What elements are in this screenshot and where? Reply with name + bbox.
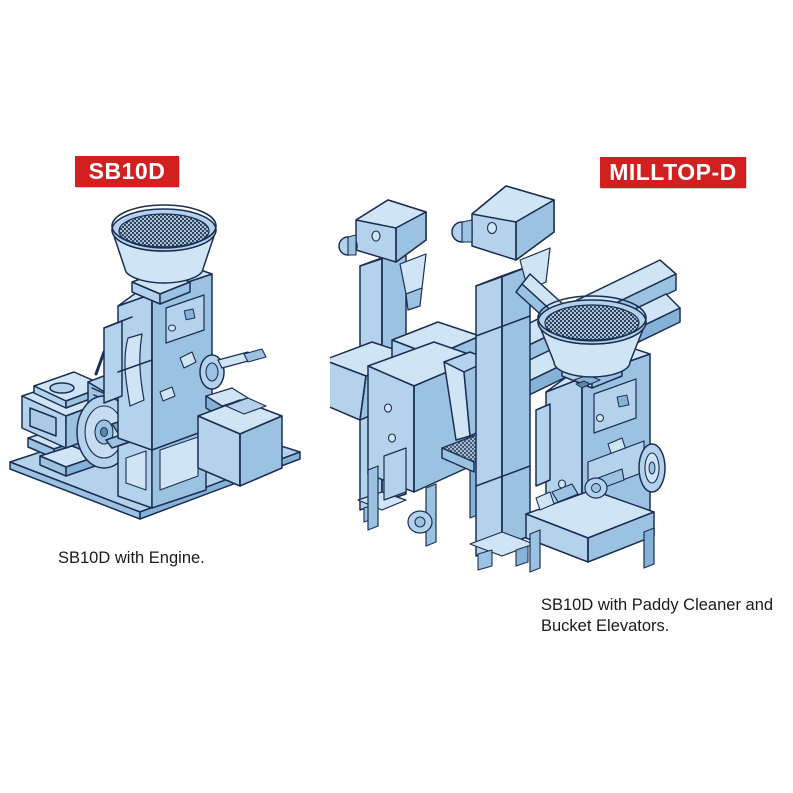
milltop-d-system-illustration bbox=[330, 170, 700, 590]
discharge-conveyor-base bbox=[525, 477, 655, 573]
caption-sb10d-with-engine: SB10D with Engine. bbox=[58, 549, 205, 567]
collection-bin bbox=[197, 397, 283, 487]
model-badge-milltop-d: MILLTOP-D bbox=[600, 157, 746, 188]
bucket-elevator-right bbox=[469, 265, 535, 571]
discharge-spout bbox=[199, 348, 267, 419]
mill-drive-pulley bbox=[638, 443, 666, 493]
caption-sb10d-with-paddy-cleaner: SB10D with Paddy Cleaner and Bucket Elev… bbox=[541, 596, 774, 635]
feed-hopper-with-mesh-screen-right bbox=[537, 295, 647, 378]
elevator-head-left bbox=[338, 199, 427, 311]
model-badge-sb10d: SB10D bbox=[75, 156, 179, 187]
elevator-head-right bbox=[451, 185, 555, 291]
feed-hopper-with-mesh-screen bbox=[111, 204, 217, 284]
sb10d-with-engine-illustration bbox=[0, 200, 320, 540]
